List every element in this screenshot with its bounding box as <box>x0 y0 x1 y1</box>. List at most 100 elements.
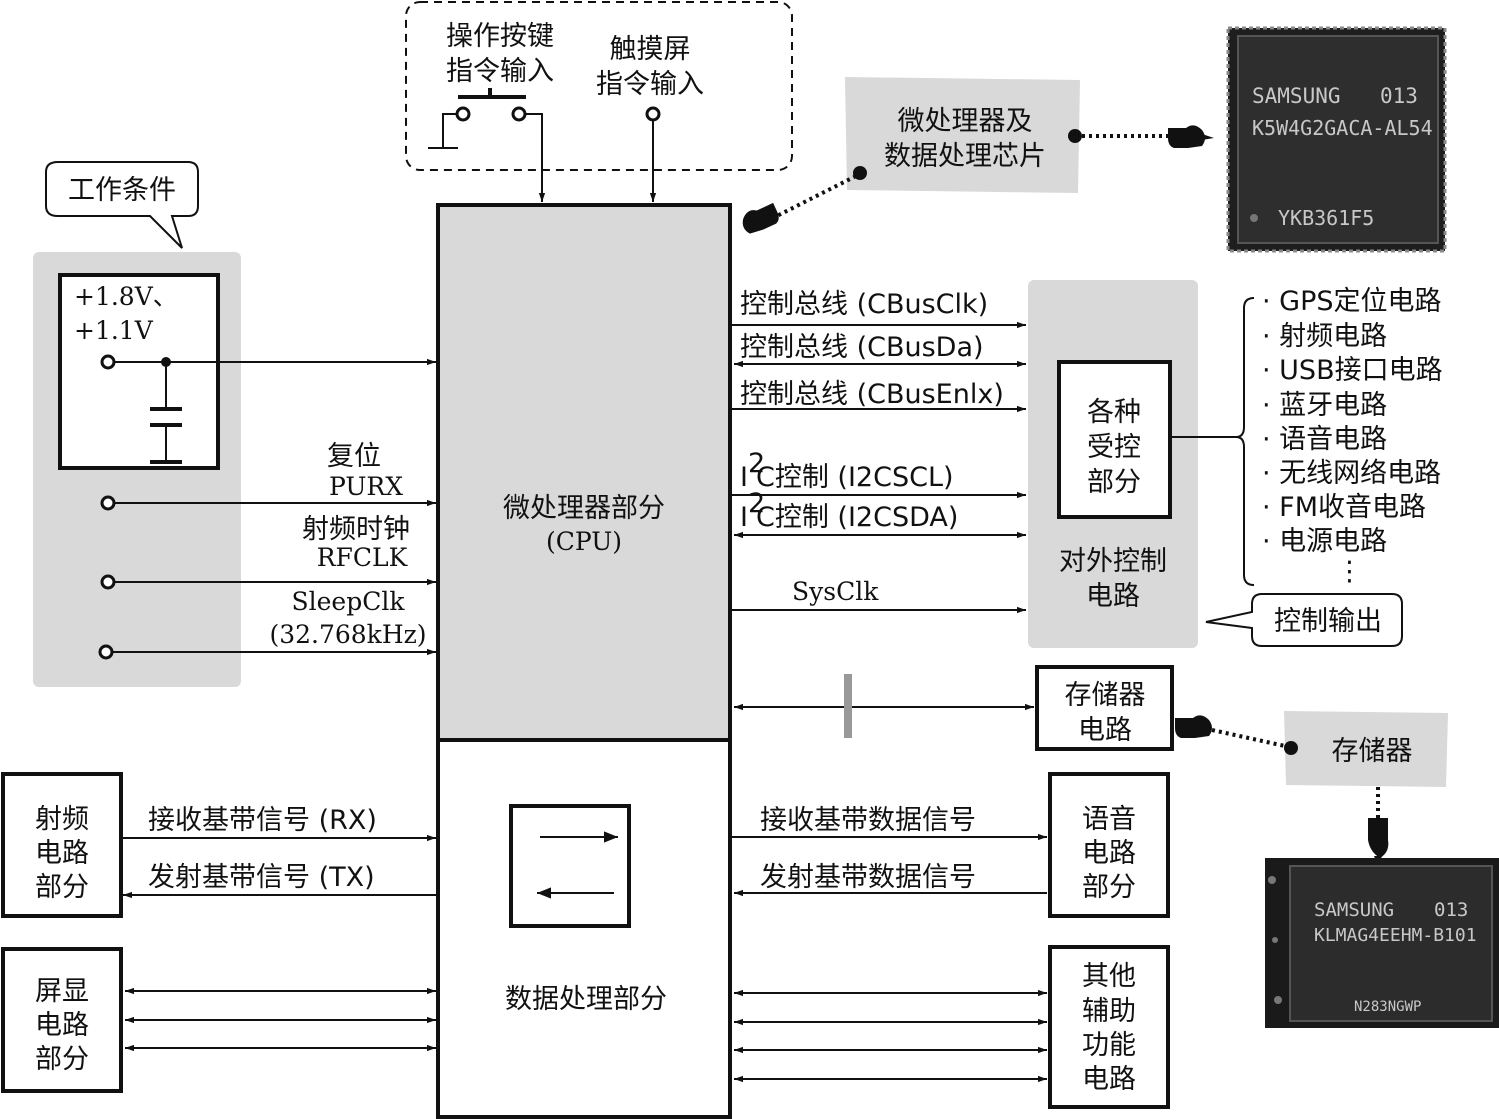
list-item: · 电源电路 <box>1262 526 1387 557</box>
cpu-block <box>436 203 732 742</box>
pointing-hand-icon <box>742 202 779 234</box>
list-item: · 蓝牙电路 <box>1262 390 1387 421</box>
power-terminal <box>100 354 116 370</box>
touch-label-line1: 触摸屏 <box>610 34 691 65</box>
voltage-line1: +1.8V、 <box>74 282 178 311</box>
pointing-hand-icon <box>1175 715 1212 738</box>
display-section-line1: 屏显 <box>35 976 89 1007</box>
chip1-brand: SAMSUNG <box>1252 84 1341 108</box>
control-output-callout-text: 控制输出 <box>1274 606 1382 637</box>
data-processing-block <box>436 738 732 1119</box>
audio-tx-label: 发射基带数据信号 <box>760 862 976 893</box>
rf-section-line2: 电路 <box>35 838 89 869</box>
chip2-part: KLMAG4EEHM-B101 <box>1314 925 1477 946</box>
capacitor-icon <box>150 357 182 464</box>
i2c-prefix: I <box>740 502 748 533</box>
processor-chip-photo: SAMSUNG 013 K5W4G2GACA-AL54 YKB361F5 <box>1226 26 1447 253</box>
rfclk-label-cn: 射频时钟 <box>302 514 410 545</box>
control-bus-group: 控制总线 (CBusClk) 控制总线 (CBusDa) 控制总线 (CBusE… <box>732 289 1026 614</box>
microprocessor-callout-line1: 微处理器及 <box>898 106 1033 137</box>
keypad-label-line1: 操作按键 <box>446 21 554 52</box>
aux-section-line4: 电路 <box>1082 1064 1136 1095</box>
external-control-label-line1: 对外控制 <box>1059 546 1167 577</box>
list-item: · FM收音电路 <box>1262 492 1426 523</box>
chip1-code: 013 <box>1380 84 1418 108</box>
audio-section-line3: 部分 <box>1082 872 1136 903</box>
chip2-code: 013 <box>1434 899 1468 921</box>
aux-section-line3: 功能 <box>1082 1030 1136 1061</box>
sleepclk-terminal <box>98 644 114 660</box>
list-item: · GPS定位电路 <box>1262 286 1442 317</box>
input-commands-group: 操作按键 指令输入 触摸屏 指令输入 <box>405 1 793 202</box>
external-control-label-line2: 电路 <box>1086 581 1140 612</box>
memory-circuit-line2: 电路 <box>1078 715 1132 746</box>
audio-section-line1: 语音 <box>1082 804 1136 835</box>
keypad-label-line2: 指令输入 <box>446 56 554 87</box>
cpu-label-line2: (CPU) <box>546 527 622 556</box>
aux-section-box <box>1048 945 1170 1109</box>
controlled-units-box <box>1057 360 1172 519</box>
push-button-switch-icon <box>428 88 527 149</box>
controlled-units-line1: 各种 <box>1087 397 1141 428</box>
keypad-arrow <box>525 113 546 202</box>
reset-terminal <box>100 495 116 511</box>
touch-input-terminal <box>645 106 661 122</box>
list-brace <box>1235 297 1255 586</box>
chip1-part: K5W4G2GACA-AL54 <box>1252 116 1433 140</box>
pointing-hand-icon <box>1168 125 1214 148</box>
aux-section-line2: 辅助 <box>1082 996 1136 1027</box>
reset-label-cn: 复位 <box>327 441 381 472</box>
bus-label: 控制总线 (CBusClk) <box>740 289 988 320</box>
rf-rx-label: 接收基带信号 (RX) <box>148 805 377 836</box>
i2c-superscript: 2 <box>748 488 765 519</box>
touch-label-line2: 指令输入 <box>596 69 704 100</box>
memory-callout-leader <box>1211 728 1286 748</box>
bus-label: 控制总线 (CBusEnlx) <box>740 379 1004 410</box>
rf-section-box <box>1 772 123 918</box>
i2c-prefix: I <box>740 462 748 493</box>
memory-chip-photo: SAMSUNG 013 KLMAG4EEHM-B101 N283NGWP <box>1265 858 1499 1028</box>
memory-circuit-line1: 存储器 <box>1065 680 1146 711</box>
audio-section-line2: 电路 <box>1082 838 1136 869</box>
rf-tx-label: 发射基带信号 (TX) <box>148 862 375 893</box>
display-section-box <box>1 947 123 1093</box>
control-output-callout: 控制输出 <box>1205 593 1403 647</box>
bus-label: 控制总线 (CBusDa) <box>740 332 984 363</box>
chip2-lot: N283NGWP <box>1354 999 1421 1015</box>
voltage-line2: +1.1V <box>74 316 154 345</box>
cpu-label-line1: 微处理器部分 <box>503 493 665 524</box>
chip2-brand: SAMSUNG <box>1314 899 1394 921</box>
work-condition-callout-text: 工作条件 <box>68 175 176 206</box>
memory-callout: 存储器 <box>1284 711 1448 825</box>
bus-label: C控制 (I2CSDA) <box>756 502 958 533</box>
aux-section-line1: 其他 <box>1082 961 1136 992</box>
controlled-units-line3: 部分 <box>1087 467 1141 498</box>
memory-circuit-box <box>1035 665 1174 751</box>
list-item: · 无线网络电路 <box>1262 458 1441 489</box>
rf-section-line1: 射频 <box>35 804 89 835</box>
memory-bus-break <box>844 674 852 738</box>
bus-label: SysClk <box>792 577 879 606</box>
list-item: · USB接口电路 <box>1262 355 1443 386</box>
list-item-ellipsis: ⋮ <box>1336 556 1363 587</box>
data-processing-label: 数据处理部分 <box>505 984 667 1015</box>
list-item: · 语音电路 <box>1262 424 1387 455</box>
data-exchange-box <box>509 804 631 928</box>
chip1-lot: YKB361F5 <box>1278 206 1374 230</box>
audio-rx-label: 接收基带数据信号 <box>760 805 976 836</box>
audio-section-box <box>1048 772 1170 918</box>
list-item: · 射频电路 <box>1262 321 1387 352</box>
microprocessor-callout-line2: 数据处理芯片 <box>884 141 1046 172</box>
display-section-line3: 部分 <box>35 1044 89 1075</box>
bus-label: C控制 (I2CSCL) <box>756 462 954 493</box>
sleepclk-label-line2: (32.768kHz) <box>269 620 426 649</box>
sleepclk-label-line1: SleepClk <box>292 587 406 616</box>
controlled-circuit-list: · GPS定位电路 · 射频电路 · USB接口电路 · 蓝牙电路 · 语音电路… <box>1262 286 1443 587</box>
reset-label-en: PURX <box>329 472 403 501</box>
power-supply-box <box>58 273 220 470</box>
i2c-superscript: 2 <box>748 448 765 479</box>
rfclk-terminal <box>100 574 116 590</box>
rfclk-label-en: RFCLK <box>317 543 409 572</box>
rf-section-line3: 部分 <box>35 872 89 903</box>
